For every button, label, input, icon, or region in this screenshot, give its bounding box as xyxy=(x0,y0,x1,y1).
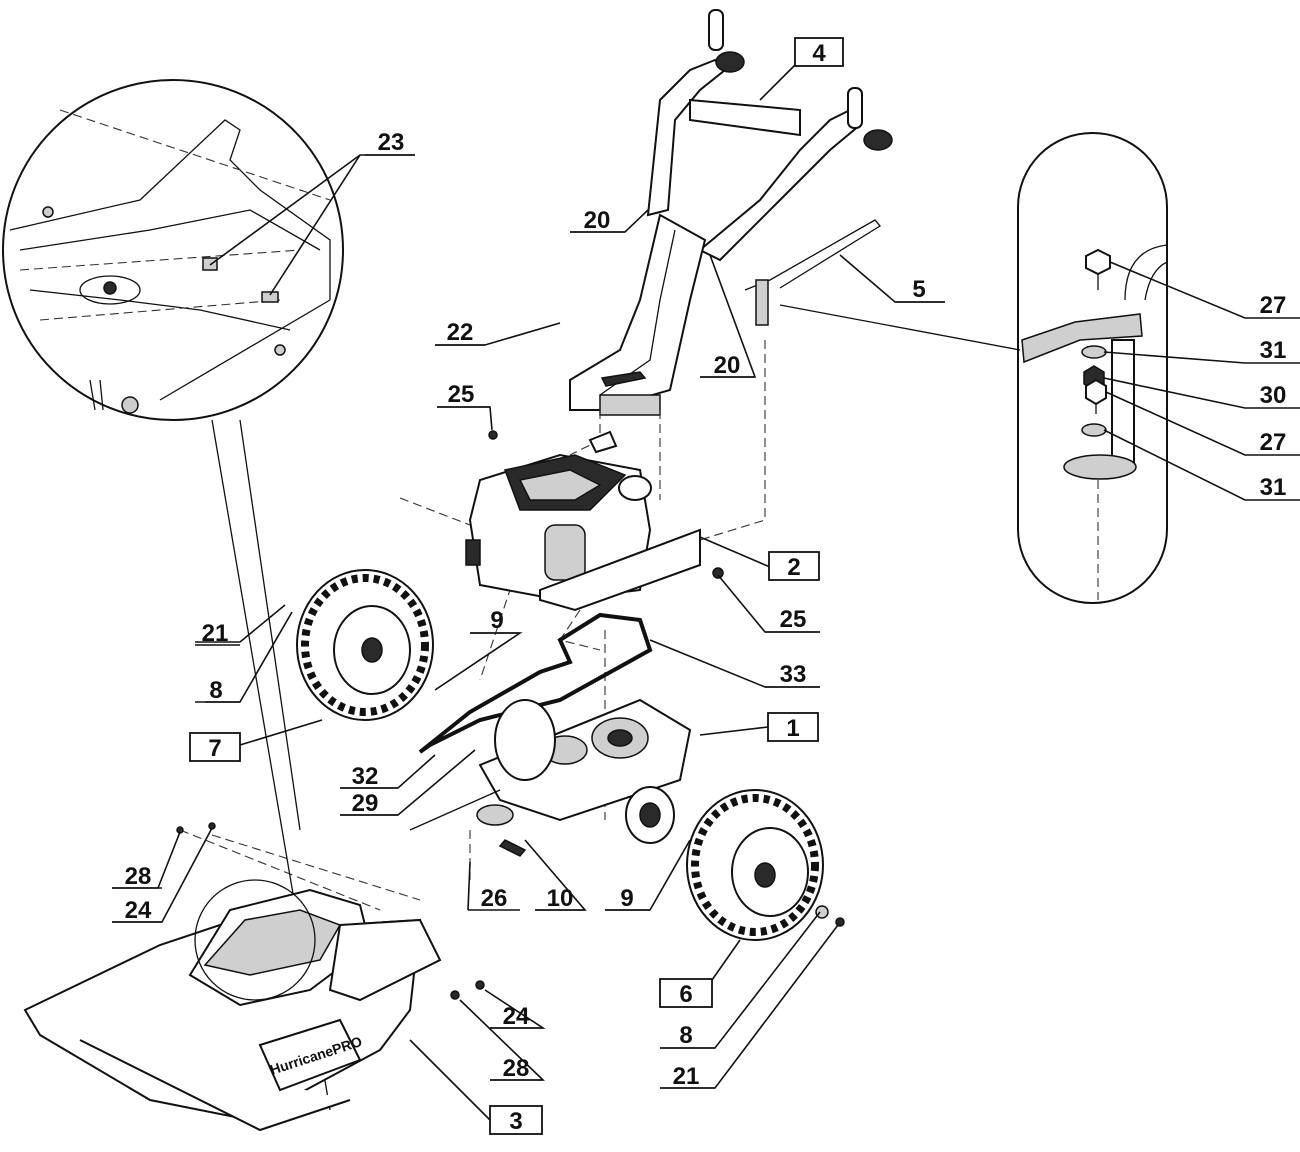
callout-underlines xyxy=(112,154,945,1089)
callout-4: 4 xyxy=(812,40,826,67)
callout-7: 7 xyxy=(208,735,221,762)
callout-31-upper: 31 xyxy=(1260,337,1287,364)
callout-10: 10 xyxy=(547,885,574,912)
callout-8-lower: 8 xyxy=(679,1022,692,1049)
wheel-left xyxy=(296,569,434,721)
callout-9-lower: 9 xyxy=(620,885,633,912)
callout-5: 5 xyxy=(912,276,925,303)
callout-20-lower: 20 xyxy=(714,352,741,379)
callout-25-upper: 25 xyxy=(448,381,475,408)
callout-20-upper: 20 xyxy=(584,207,611,234)
callout-2: 2 xyxy=(787,554,800,581)
belt xyxy=(418,612,653,754)
handlebar-assembly xyxy=(569,9,893,416)
callout-24-upper: 24 xyxy=(125,897,152,924)
callout-21-lower: 21 xyxy=(673,1063,700,1090)
callout-33: 33 xyxy=(780,661,807,688)
callout-28-upper: 28 xyxy=(125,863,152,890)
callout-8-upper: 8 xyxy=(209,677,222,704)
callout-3: 3 xyxy=(509,1108,522,1135)
callout-32: 32 xyxy=(352,763,379,790)
callout-24-lower: 24 xyxy=(503,1003,530,1030)
callout-9-upper: 9 xyxy=(490,607,503,634)
callout-26: 26 xyxy=(481,885,508,912)
callout-28-lower: 28 xyxy=(503,1055,530,1082)
callout-1: 1 xyxy=(786,715,799,742)
callout-27-lower: 27 xyxy=(1260,429,1287,456)
wheel-right xyxy=(686,789,845,941)
mower-deck: HurricanePRO xyxy=(23,822,485,1132)
callout-boxes xyxy=(189,37,844,1135)
callout-labels: 4 23 20 5 27 31 30 27 31 22 20 25 2 25 2… xyxy=(125,40,1287,1135)
detail-circle-left xyxy=(2,79,344,421)
engine xyxy=(465,430,724,612)
callout-29: 29 xyxy=(352,790,379,817)
callout-22: 22 xyxy=(447,319,474,346)
callout-25-lower: 25 xyxy=(780,606,807,633)
callout-21-upper: 21 xyxy=(202,620,229,647)
callout-30: 30 xyxy=(1260,382,1287,409)
callout-6: 6 xyxy=(679,981,692,1008)
callout-23: 23 xyxy=(378,129,405,156)
callout-31-lower: 31 xyxy=(1260,474,1287,501)
callout-27-upper: 27 xyxy=(1260,292,1287,319)
chassis xyxy=(409,698,692,857)
detail-capsule-right xyxy=(1017,132,1168,604)
